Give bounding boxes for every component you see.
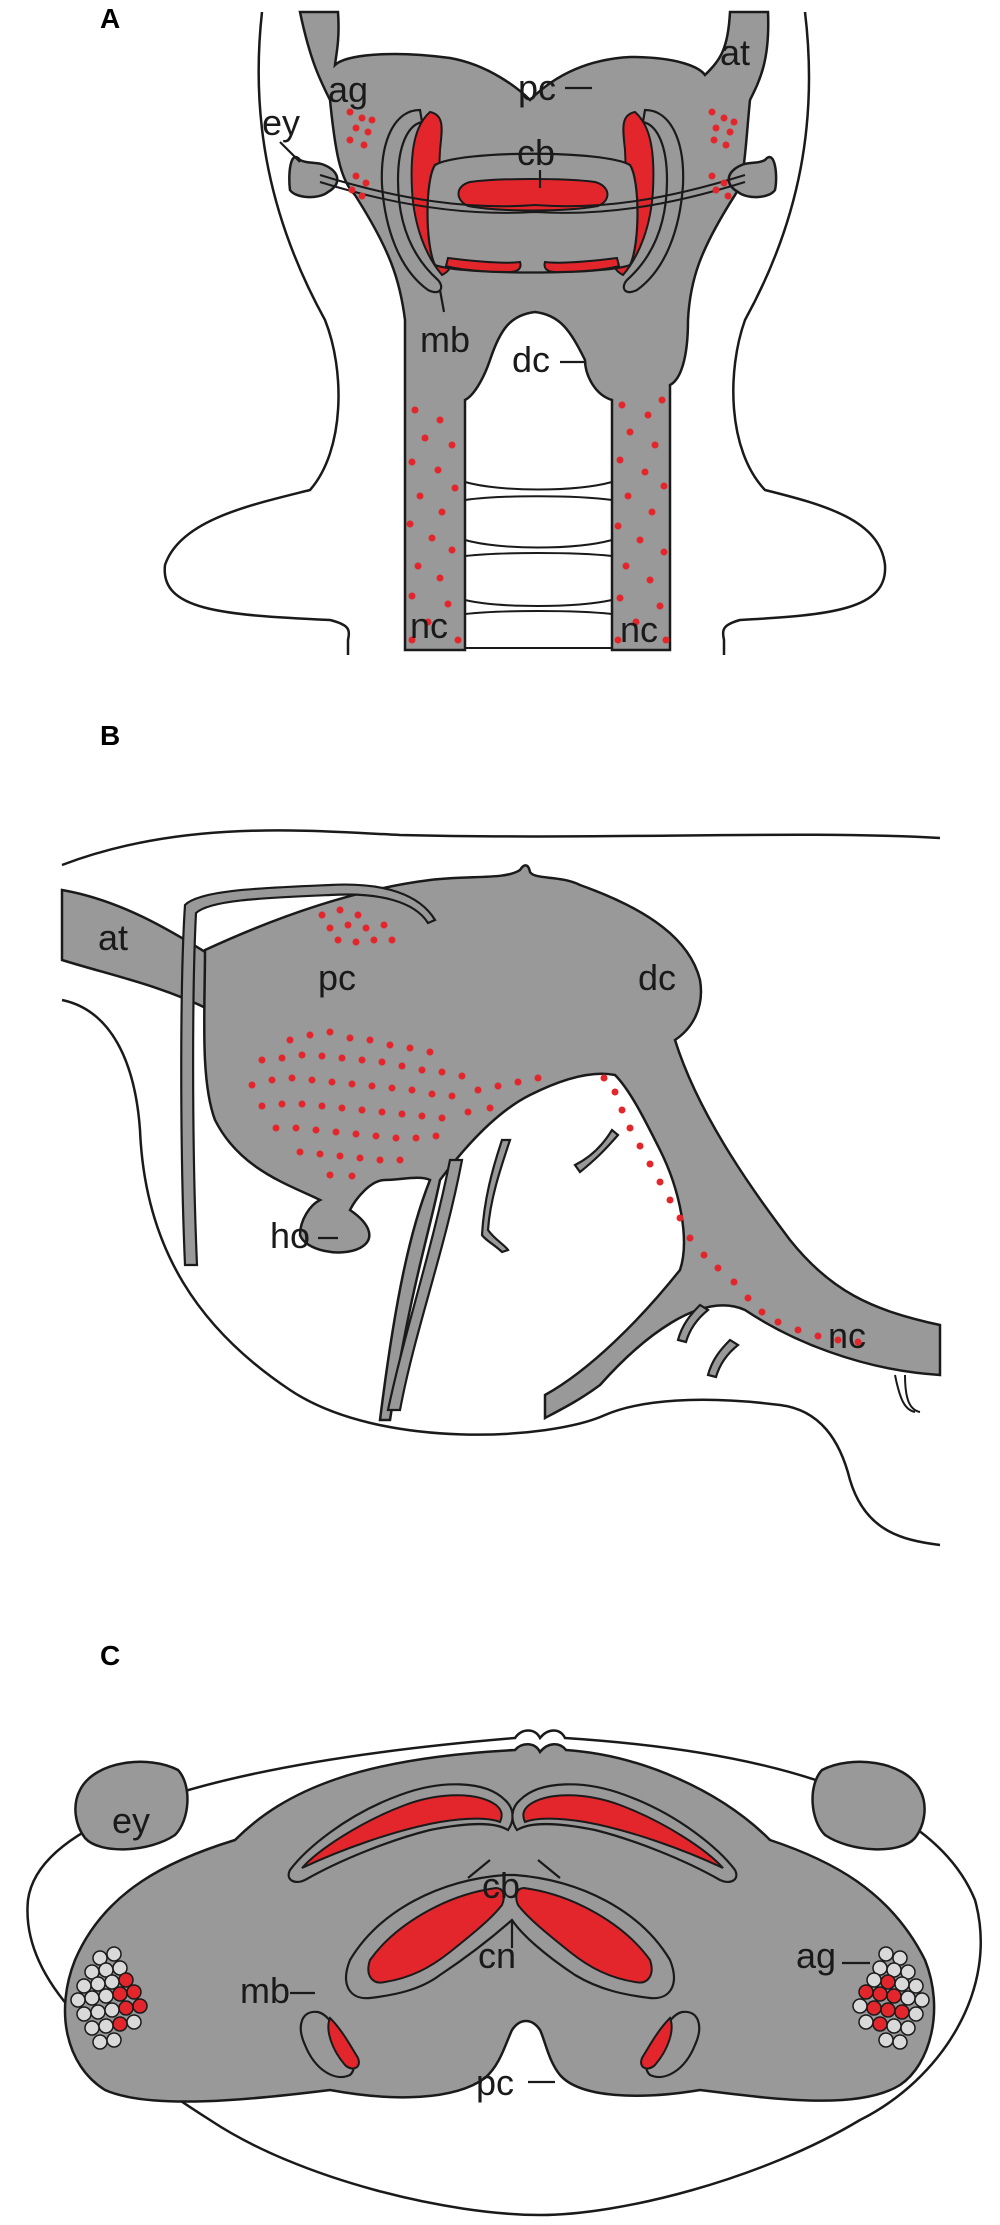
nerve-branch-low-b — [676, 1303, 710, 1344]
central-body-lower-left-a — [444, 256, 522, 274]
label-cb-c: cb — [482, 1865, 520, 1906]
cn-left-red-c — [367, 1886, 505, 1984]
mb-left-red-c — [327, 2016, 360, 2070]
label-nc-right-a: nc — [620, 609, 658, 650]
central-body-lower-right-a — [543, 256, 621, 274]
mb-right-red-c — [640, 2016, 673, 2070]
cn-right-red-c — [515, 1886, 653, 1984]
head-outline-a — [163, 11, 887, 655]
label-ey-a: ey — [262, 102, 300, 143]
cb-left-red-c — [301, 1794, 503, 1869]
label-cn-c: cn — [478, 1935, 516, 1976]
label-mb-a: mb — [420, 319, 470, 360]
label-pc-a: pc — [518, 67, 556, 108]
nerve-cord-dots-a — [406, 396, 670, 644]
nc-ventral-tip-b — [894, 1374, 921, 1413]
nerve-branch-mid-b — [480, 1138, 512, 1254]
panel-b-letter: B — [100, 720, 120, 751]
label-mb-c: mb — [240, 1970, 290, 2011]
optic-tract-a — [319, 174, 746, 208]
eye-left-a — [288, 156, 339, 199]
label-pc-c: pc — [476, 2062, 514, 2103]
leader-mb-a — [438, 289, 446, 313]
brain-b — [202, 864, 942, 1422]
cb-right-red-c — [522, 1794, 724, 1869]
label-dc-a: dc — [512, 339, 550, 380]
eye-right-a — [727, 156, 778, 199]
commissure-2-a — [464, 539, 613, 557]
label-pc-b: pc — [318, 957, 356, 998]
leader-cb-c — [467, 1859, 561, 1879]
mushroom-body-right-outer-a — [622, 108, 685, 294]
mushroom-body-left-outer-a — [380, 108, 443, 294]
commissure-1-a — [464, 481, 613, 501]
label-ag-c: ag — [796, 1935, 836, 1976]
eye-left-c — [74, 1760, 189, 1851]
panel-a: A — [100, 3, 887, 655]
trachea-b — [180, 883, 437, 1267]
panel-a-letter: A — [100, 3, 120, 34]
label-ag-a: ag — [328, 69, 368, 110]
antennal-glomeruli-dots-a — [346, 108, 738, 200]
label-ey-c: ey — [112, 1800, 150, 1841]
leader-ey-a — [279, 141, 301, 163]
label-at-a: at — [720, 32, 750, 73]
label-nc-b: nc — [828, 1315, 866, 1356]
eye-right-c — [811, 1760, 926, 1851]
nerve-branch-low2-b — [706, 1338, 740, 1379]
ag-left-glomeruli-c — [70, 1946, 148, 2050]
nerve-branch-right-b — [573, 1128, 620, 1174]
head-outline-b — [61, 829, 941, 1547]
nerve-cord-dots-b — [600, 1074, 862, 1346]
ag-right-glomeruli-c — [852, 1946, 930, 2050]
label-nc-left-a: nc — [410, 605, 448, 646]
optic-tract-a-2 — [319, 181, 746, 214]
label-ho-b: ho — [270, 1215, 310, 1256]
label-at-b: at — [98, 917, 128, 958]
large-cluster-dots-b — [248, 1028, 542, 1180]
panel-c: C — [26, 1640, 982, 2217]
label-dc-b: dc — [638, 957, 676, 998]
panel-c-letter: C — [100, 1640, 120, 1671]
nerve-branch-left-b — [386, 1158, 464, 1412]
pc-dots-b — [318, 906, 396, 946]
commissure-3-a — [464, 599, 613, 615]
label-cb-a: cb — [517, 132, 555, 173]
panel-b: B — [60, 720, 942, 1547]
